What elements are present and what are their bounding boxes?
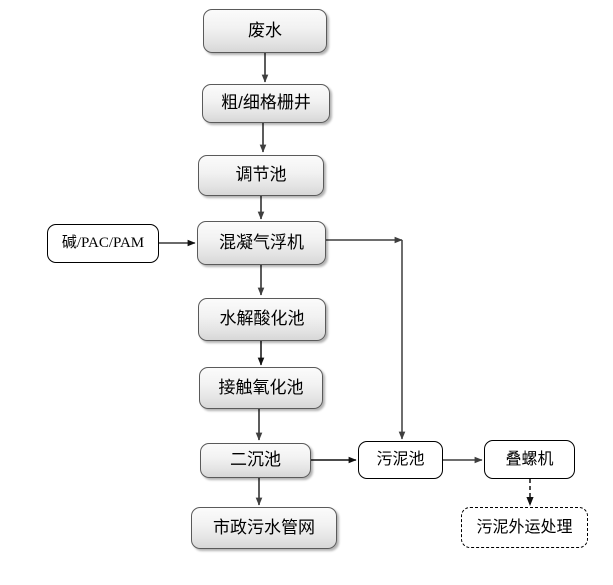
node-label: 二沉池 bbox=[230, 450, 281, 470]
node-label: 混凝气浮机 bbox=[219, 232, 304, 252]
node-sludge-tank[interactable]: 污泥池 bbox=[358, 441, 443, 479]
node-screw-press[interactable]: 叠螺机 bbox=[484, 440, 575, 479]
node-wastewater[interactable]: 废水 bbox=[203, 9, 327, 53]
node-label: 调节池 bbox=[235, 165, 287, 185]
node-contact-oxidation[interactable]: 接触氧化池 bbox=[199, 367, 323, 409]
node-label: 碱/PAC/PAM bbox=[61, 235, 145, 252]
node-chemicals[interactable]: 碱/PAC/PAM bbox=[47, 224, 159, 263]
node-secondary-clarifier[interactable]: 二沉池 bbox=[200, 443, 311, 478]
node-screen[interactable]: 粗/细格栅井 bbox=[202, 84, 330, 123]
node-label: 接触氧化池 bbox=[218, 377, 304, 397]
node-coagulation-flotation[interactable]: 混凝气浮机 bbox=[197, 221, 326, 265]
node-sludge-transport-disposal[interactable]: 污泥外运处理 bbox=[461, 507, 588, 548]
node-hydrolysis-acidification[interactable]: 水解酸化池 bbox=[198, 298, 326, 341]
node-equalization-tank[interactable]: 调节池 bbox=[198, 155, 324, 196]
node-label: 粗/细格栅井 bbox=[221, 93, 311, 113]
node-label: 市政污水管网 bbox=[213, 517, 315, 537]
node-municipal-sewer[interactable]: 市政污水管网 bbox=[191, 507, 337, 549]
node-label: 废水 bbox=[248, 20, 282, 40]
node-label: 污泥池 bbox=[376, 451, 425, 469]
node-label: 污泥外运处理 bbox=[476, 518, 573, 536]
node-label: 叠螺机 bbox=[505, 450, 554, 468]
node-label: 水解酸化池 bbox=[219, 309, 305, 329]
